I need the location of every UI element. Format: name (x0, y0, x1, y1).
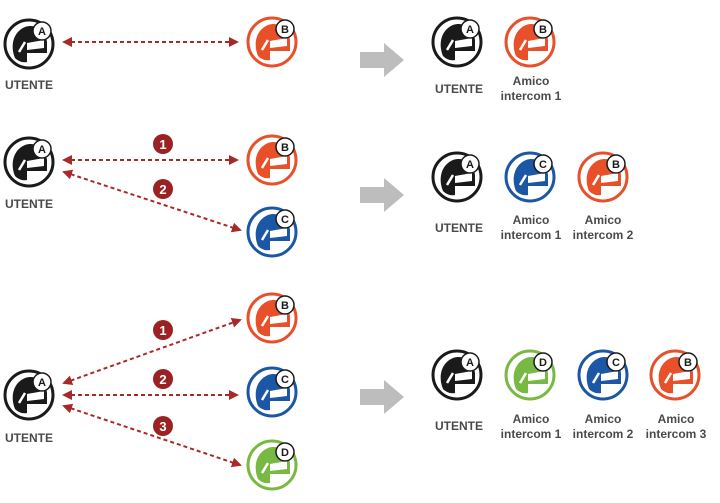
label-friend: Amico (513, 213, 550, 227)
label-user: UTENTE (5, 197, 53, 211)
badge-circle (678, 352, 698, 372)
badge-a: A (466, 24, 474, 36)
helmet-friend-d: D (246, 439, 298, 491)
step-number-circle (153, 134, 173, 154)
step-number-2: 2 (159, 372, 166, 387)
result-helmet-friend-b: B (504, 16, 556, 68)
result-helmet-user-a: A (431, 151, 483, 203)
badge-circle (32, 372, 52, 392)
helmet-friend-c: C (246, 366, 298, 418)
badge-circle (275, 209, 295, 229)
badge-circle (606, 352, 626, 372)
badge-c: C (612, 357, 620, 369)
row-1: A UTENTE B A B UTENTE Amico intercom 1 (3, 16, 562, 103)
badge-circle (460, 154, 480, 174)
step-number-1: 1 (159, 137, 166, 152)
badge-circle (275, 442, 295, 462)
helmet-friend-c: C (246, 206, 298, 258)
helmet-user-a: A (3, 369, 55, 421)
label-intercom-2: intercom 2 (573, 228, 634, 242)
badge-a: A (38, 144, 46, 156)
label-friend: Amico (658, 412, 695, 426)
label-user: UTENTE (5, 431, 53, 445)
badge-circle (32, 139, 52, 159)
badge-b: B (281, 24, 289, 36)
result-arrow (360, 380, 404, 414)
badge-b: B (684, 357, 692, 369)
result-helmet-friend-b: B (577, 151, 629, 203)
label-intercom-1: intercom 1 (501, 89, 562, 103)
helmet-friend-b: B (246, 292, 298, 344)
badge-a: A (38, 377, 46, 389)
badge-b: B (281, 300, 289, 312)
label-user: UTENTE (5, 78, 53, 92)
badge-circle (32, 21, 52, 41)
result-helmet-friend-c: C (577, 349, 629, 401)
helmet-user-a: A (3, 18, 55, 70)
badge-b: B (539, 24, 547, 36)
badge-a: A (466, 357, 474, 369)
badge-circle (275, 19, 295, 39)
helmet-friend-b: B (246, 134, 298, 186)
result-helmet-friend-d: D (504, 349, 556, 401)
helmet-friend-b: B (246, 16, 298, 68)
result-helmet-user-a: A (431, 16, 483, 68)
step-number-2: 2 (159, 182, 166, 197)
label-friend: Amico (513, 74, 550, 88)
label-user: UTENTE (435, 82, 483, 96)
label-intercom-3: intercom 3 (646, 427, 707, 441)
label-user: UTENTE (435, 221, 483, 235)
row-2: A UTENTE 1 2 B C A C (3, 134, 634, 258)
helmet-user-a: A (3, 136, 55, 188)
badge-d: D (539, 357, 547, 369)
row-3: A UTENTE 1 2 3 B C D A (3, 292, 707, 491)
badge-c: C (281, 374, 289, 386)
badge-a: A (38, 26, 46, 38)
result-arrow (360, 178, 404, 212)
badge-circle (275, 369, 295, 389)
badge-c: C (281, 214, 289, 226)
badge-c: C (539, 159, 547, 171)
step-number-1: 1 (159, 323, 166, 338)
badge-circle (533, 154, 553, 174)
badge-a: A (466, 159, 474, 171)
result-arrow (360, 43, 404, 77)
label-user: UTENTE (435, 419, 483, 433)
step-number-circle (153, 369, 173, 389)
badge-circle (460, 352, 480, 372)
badge-circle (460, 19, 480, 39)
label-friend: Amico (585, 213, 622, 227)
badge-circle (275, 295, 295, 315)
label-intercom-1: intercom 1 (501, 228, 562, 242)
badge-d: D (281, 447, 289, 459)
pairing-arrow-2 (62, 169, 242, 233)
badge-circle (533, 19, 553, 39)
label-intercom-2: intercom 2 (573, 427, 634, 441)
label-friend: Amico (513, 412, 550, 426)
badge-b: B (281, 142, 289, 154)
badge-circle (606, 154, 626, 174)
step-number-circle (153, 179, 173, 199)
badge-circle (533, 352, 553, 372)
step-number-3: 3 (159, 419, 166, 434)
result-helmet-user-a: A (431, 349, 483, 401)
pairing-arrow-1 (62, 317, 242, 386)
badge-b: B (612, 159, 620, 171)
pairing-arrow-3 (62, 403, 242, 468)
label-friend: Amico (585, 412, 622, 426)
badge-circle (275, 137, 295, 157)
label-intercom-1: intercom 1 (501, 427, 562, 441)
result-helmet-friend-c: C (504, 151, 556, 203)
step-number-circle (153, 416, 173, 436)
result-helmet-friend-b: B (649, 349, 701, 401)
step-number-circle (153, 320, 173, 340)
